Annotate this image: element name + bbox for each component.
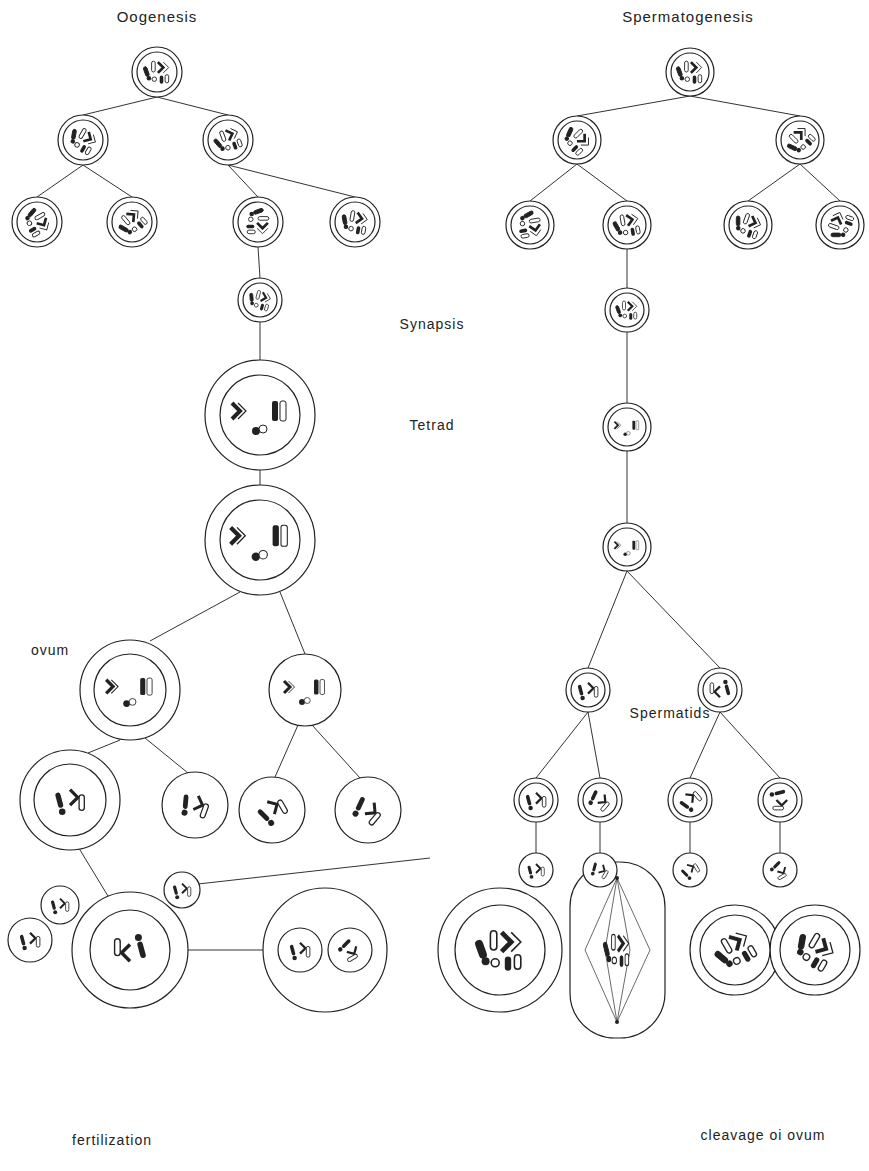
stage-label: fertilization <box>72 1132 152 1149</box>
stage-label: cleavage oi ovum <box>701 1127 826 1144</box>
stage-label: Synapsis <box>400 316 465 333</box>
column-heading: Spermatogenesis <box>622 8 754 26</box>
column-heading: Oogenesis <box>117 8 198 26</box>
stage-label: ovum <box>31 642 69 659</box>
stage-label: Tetrad <box>410 417 455 434</box>
stage-label: Spermatids <box>630 705 711 722</box>
